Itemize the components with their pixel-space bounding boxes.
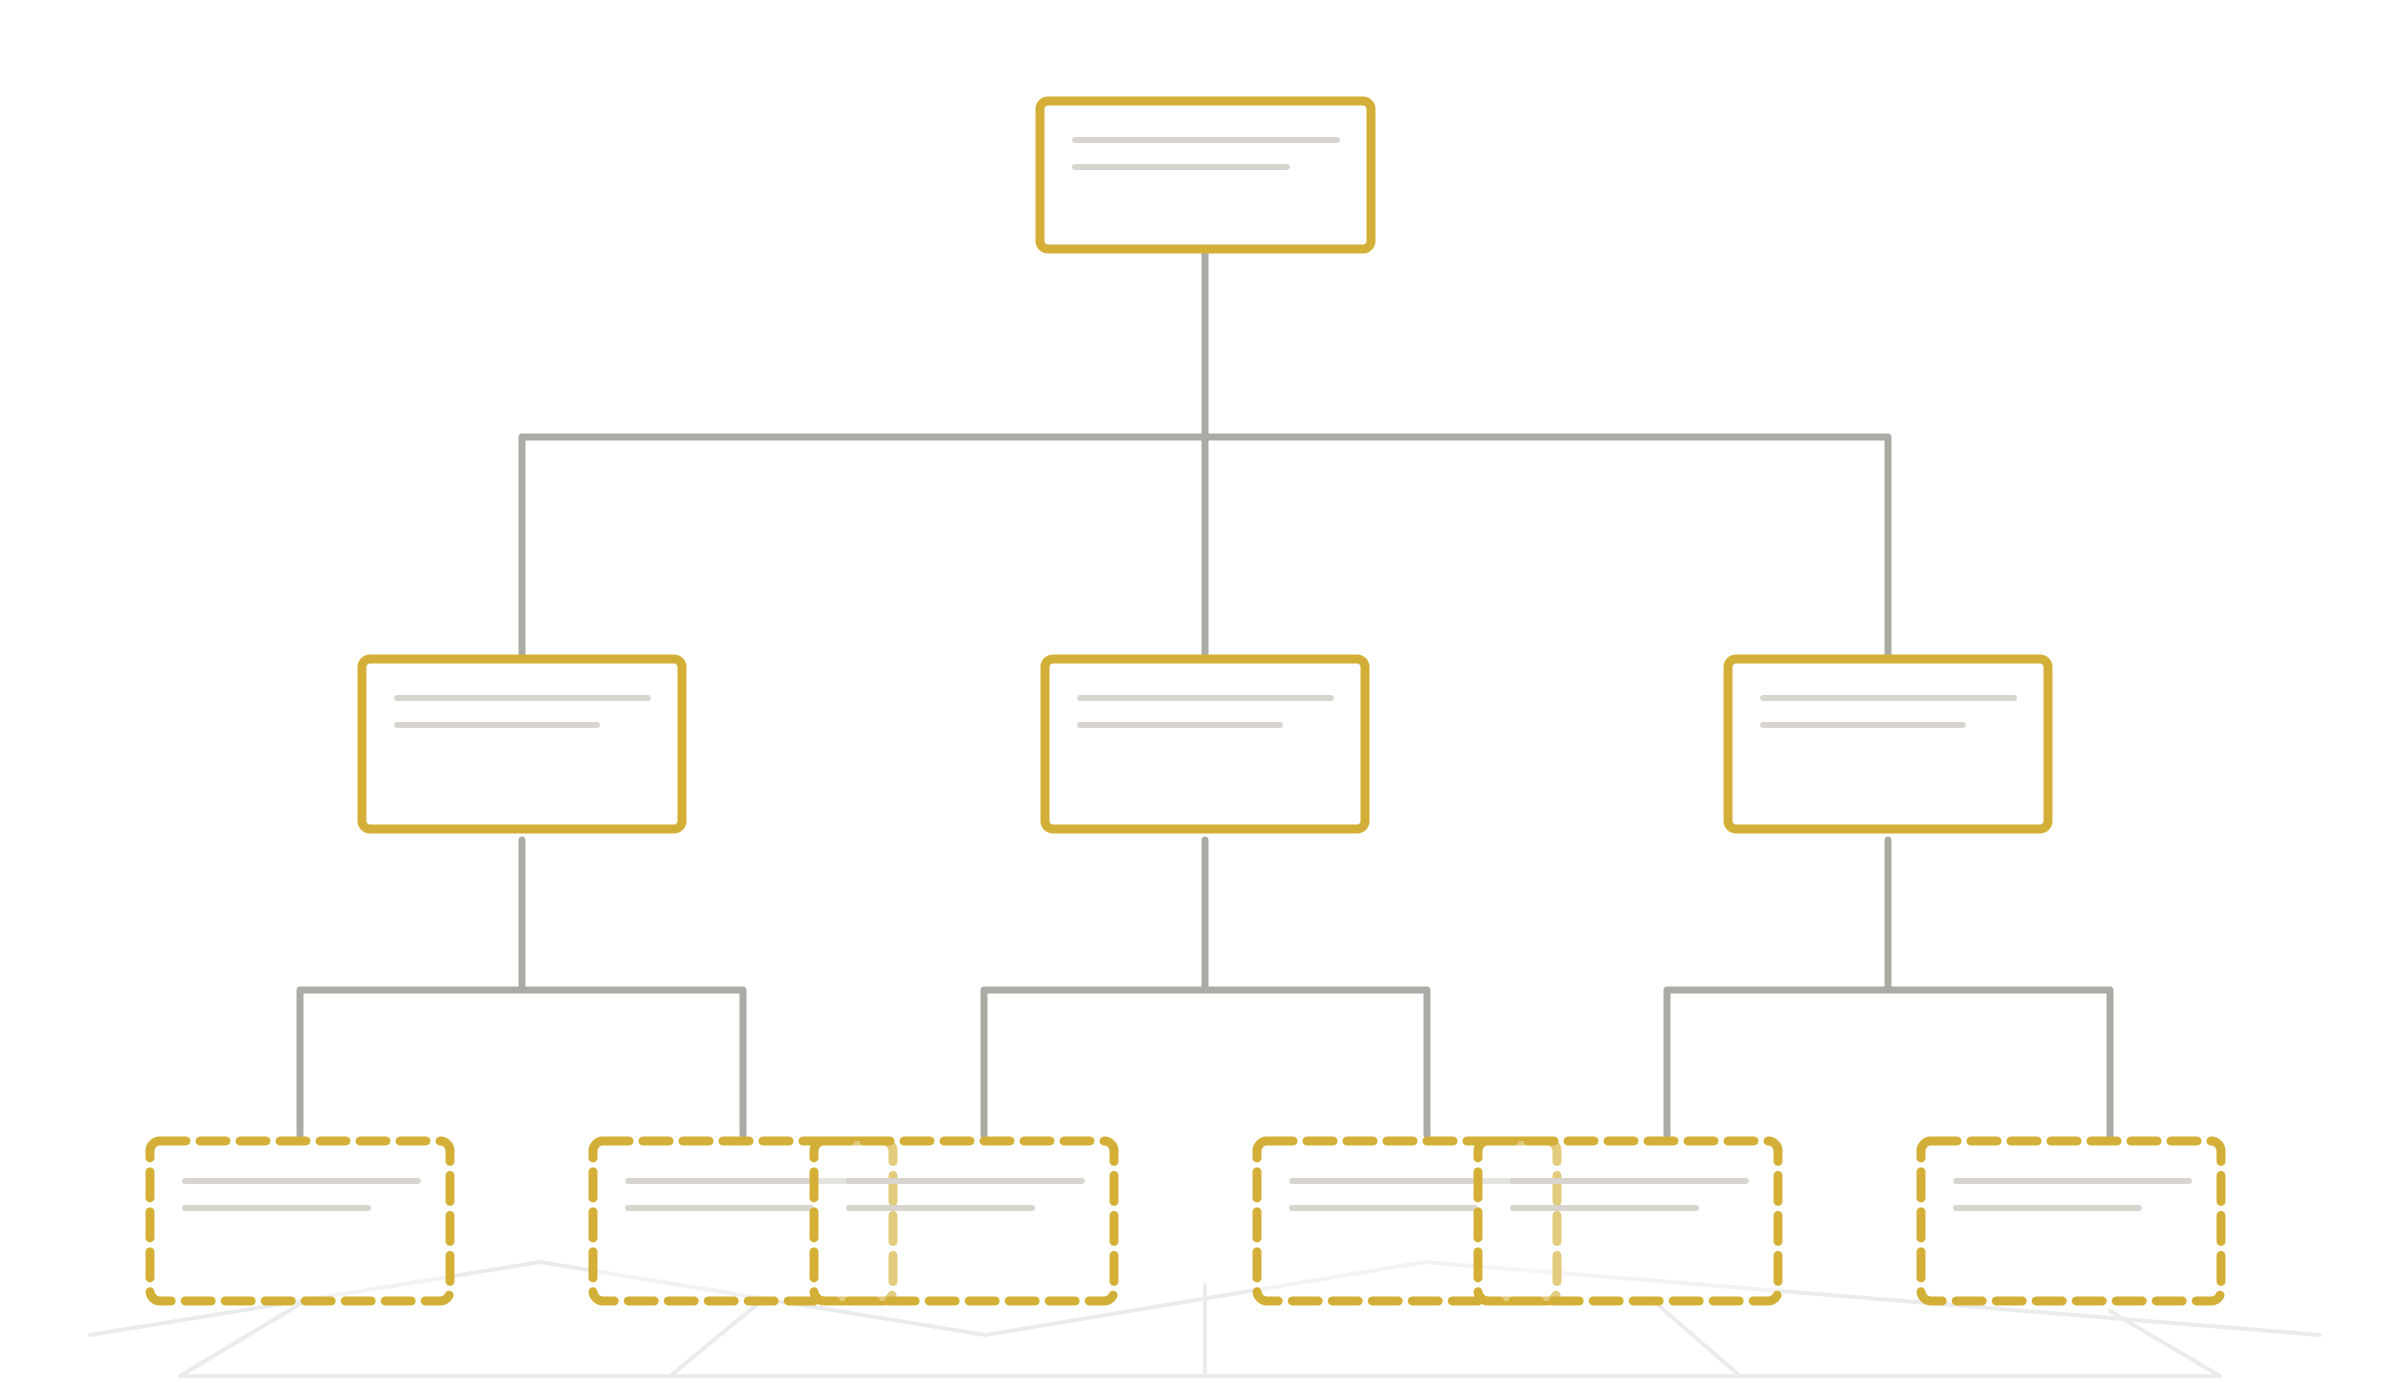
level1-node-3[interactable] (1723, 654, 2053, 834)
level2-node-1[interactable] (145, 1136, 455, 1306)
faint-background-lines (88, 1259, 2322, 1378)
level1-node-box (1040, 654, 1370, 834)
faint-diagonal-3 (1648, 1296, 1742, 1378)
root-node[interactable] (1035, 96, 1376, 254)
level1-node-box (1723, 654, 2053, 834)
level2-node-box (809, 1136, 1119, 1306)
level1-node-1[interactable] (357, 654, 687, 834)
level2-node-5[interactable] (1473, 1136, 1783, 1306)
root-node-box (1035, 96, 1376, 254)
faint-diagonal-1 (178, 1299, 307, 1378)
faint-zigzag-line (88, 1259, 2322, 1338)
level2-node-box (1473, 1136, 1783, 1306)
level2-node-box (1916, 1136, 2226, 1306)
level2-node-6[interactable] (1916, 1136, 2226, 1306)
level1-node-2[interactable] (1040, 654, 1370, 834)
level2-node-box (145, 1136, 455, 1306)
connector-branch-3-bar (1663, 986, 2114, 1139)
level2-node-3[interactable] (809, 1136, 1119, 1306)
connector-lines (296, 247, 2114, 1139)
faint-diagonal-2 (668, 1296, 767, 1378)
level1-node-box (357, 654, 687, 834)
faint-diagonal-4 (2108, 1309, 2222, 1378)
connector-branch-2-bar (980, 986, 1431, 1139)
connector-branch-1-bar (296, 986, 747, 1139)
